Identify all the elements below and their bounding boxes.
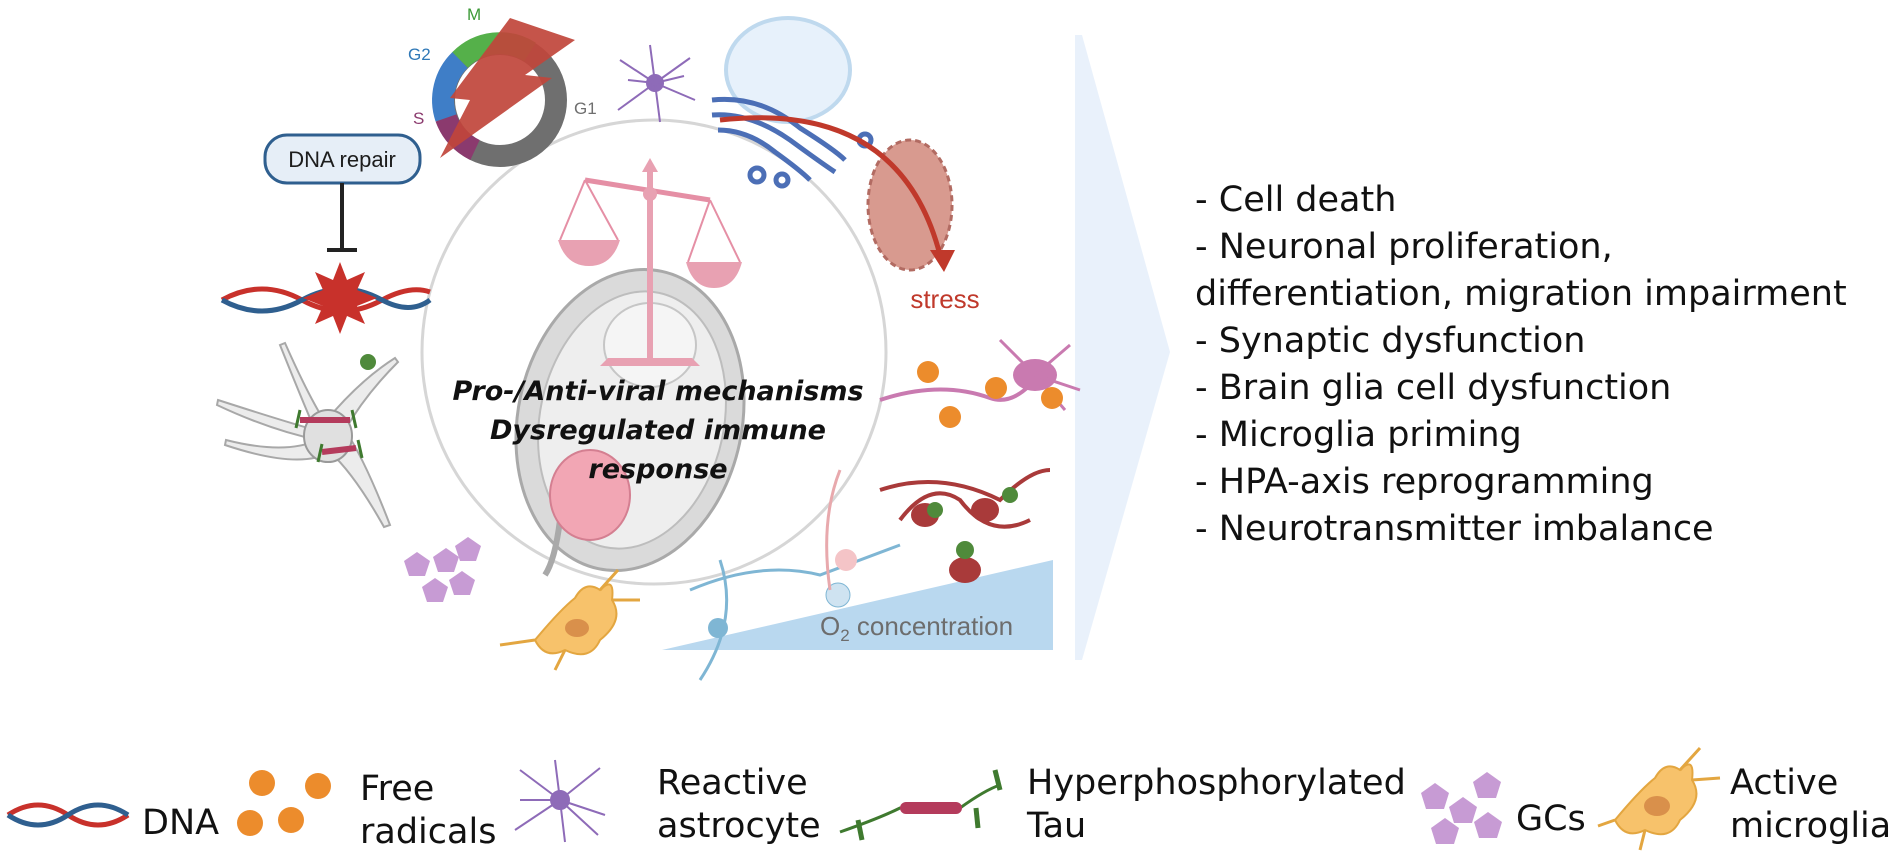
gcs-cluster — [404, 537, 481, 602]
dna-damage-burst — [303, 262, 377, 334]
center-mechanisms-text: Pro-/Anti-viral mechanisms Dysregulated … — [418, 372, 898, 489]
cycle-label-s: S — [413, 109, 424, 128]
legend-tau-label: Hyperphosphorylated Tau — [1027, 762, 1406, 848]
legend-microglia-label: Active microglia — [1730, 762, 1891, 848]
outcome-glia-dysfunction: - Brain glia cell dysfunction — [1195, 368, 1672, 408]
legend-tau-icon — [839, 769, 1003, 841]
legend-tau-line2: Tau — [1027, 806, 1087, 846]
reactive-astrocyte-icon — [617, 44, 696, 123]
center-line-3: response — [588, 454, 728, 485]
legend-free-radicals-label: Free radicals — [360, 768, 496, 854]
legend-free-radicals-line1: Free — [360, 769, 435, 809]
stress-label: stress — [910, 284, 979, 314]
center-line-2: Dysregulated immune — [490, 415, 826, 446]
lightning-icon — [440, 18, 575, 158]
cycle-label-g2: G2 — [408, 45, 431, 64]
center-line-1: Pro-/Anti-viral mechanisms — [452, 376, 864, 407]
legend-tau-line1: Hyperphosphorylated — [1027, 763, 1406, 803]
outcome-synaptic-dysfunction: - Synaptic dysfunction — [1195, 321, 1586, 361]
cell-vesicle — [724, 16, 852, 124]
legend-astrocyte-label: Reactive astrocyte — [657, 762, 821, 848]
legend-astrocyte-line2: astrocyte — [657, 806, 821, 846]
endoplasmic-reticulum-icon — [711, 96, 874, 189]
outcome-microglia-priming: - Microglia priming — [1195, 415, 1522, 455]
infected-neurons-illustration — [689, 468, 1051, 681]
legend-gcs-label: GCs — [1516, 799, 1586, 839]
legend-dna-label: DNA — [142, 803, 220, 843]
legend-free-radicals-icon — [237, 770, 331, 836]
balance-scale-icon — [558, 158, 742, 366]
outcome-cell-death: - Cell death — [1195, 180, 1397, 220]
stress-arrowhead — [930, 250, 955, 272]
virus-icon — [360, 354, 376, 370]
mitochondria-icon — [866, 138, 954, 272]
cycle-label-g1: G1 — [574, 99, 597, 118]
stress-arrow — [719, 115, 943, 256]
free-radicals-neuron — [879, 338, 1081, 428]
neuron-tau-illustration — [215, 341, 400, 529]
cycle-label-m: M — [467, 5, 481, 24]
legend-free-radicals-line2: radicals — [360, 812, 497, 852]
outcome-neuronal-proliferation: - Neuronal proliferation, — [1195, 227, 1613, 267]
legend-microglia-line2: microglia — [1730, 806, 1892, 846]
legend-gcs-icon — [1421, 772, 1502, 844]
uterus-illustration — [514, 268, 746, 577]
legend-microglia-icon — [1597, 746, 1721, 851]
damaged-dna-icon — [220, 262, 432, 334]
legend-microglia-line1: Active — [1730, 763, 1839, 803]
outcome-neuronal-proliferation-cont: differentiation, migration impairment — [1195, 274, 1847, 314]
o2-gradient — [662, 560, 1053, 650]
fetus — [549, 449, 631, 541]
outcome-neurotransmitter: - Neurotransmitter imbalance — [1195, 509, 1714, 549]
legend-astrocyte-line1: Reactive — [657, 763, 808, 803]
active-microglia-icon — [499, 568, 640, 671]
outcomes-list: - Cell death - Neuronal proliferation, d… — [1195, 177, 1895, 553]
outcome-hpa-axis: - HPA-axis reprogramming — [1195, 462, 1654, 502]
dna-repair-label: DNA repair — [288, 147, 396, 172]
arrow-panel — [1075, 35, 1170, 660]
o2-label: O2 concentration — [820, 611, 1013, 645]
legend-astrocyte-icon — [514, 759, 606, 843]
legend-dna-icon — [6, 802, 130, 828]
